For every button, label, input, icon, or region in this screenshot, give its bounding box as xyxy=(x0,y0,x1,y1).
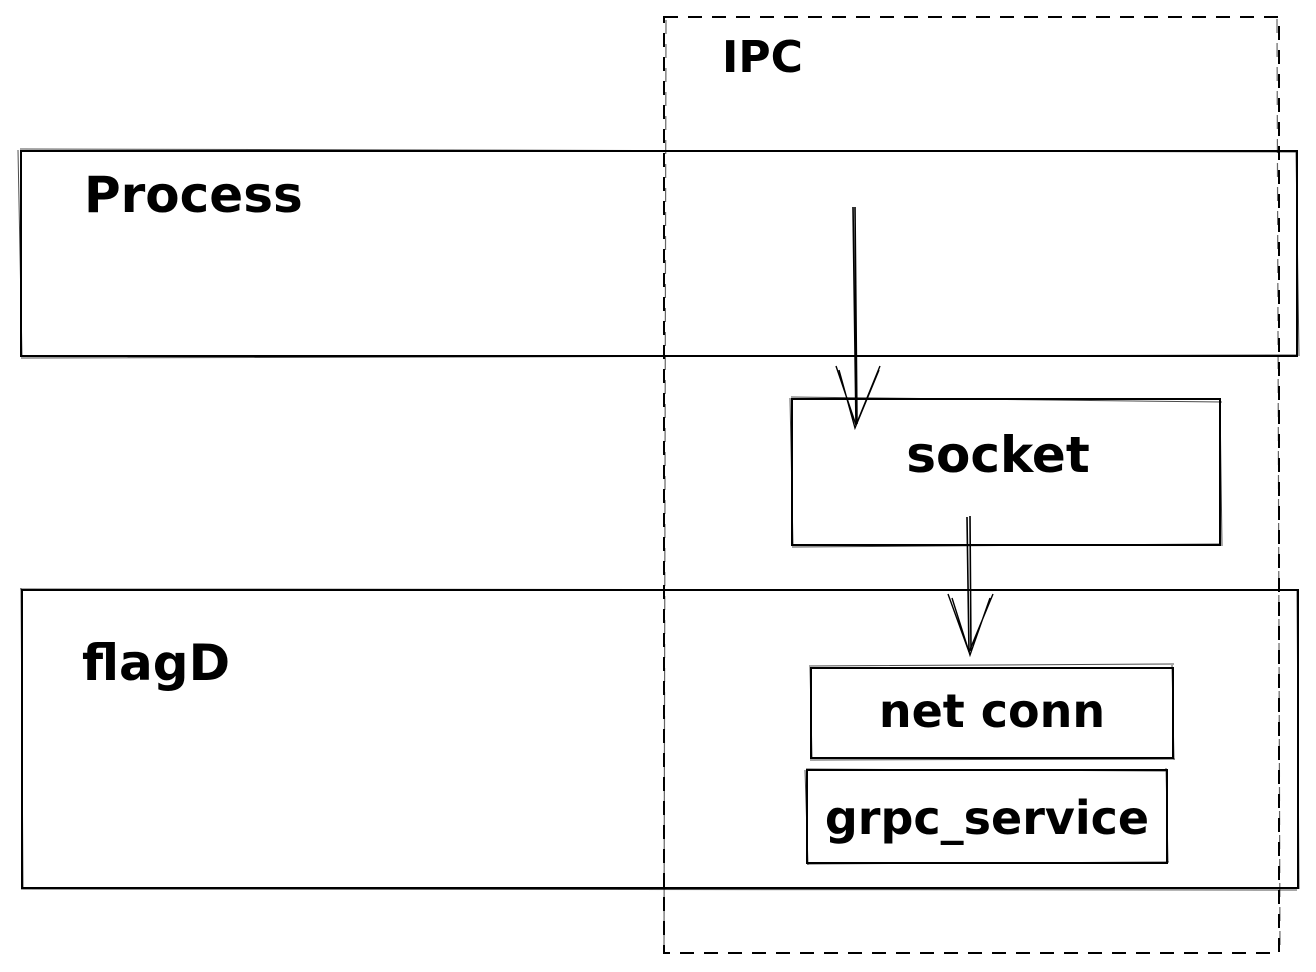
net-conn-label: net conn xyxy=(879,684,1105,738)
process-label: Process xyxy=(84,166,303,224)
grpc-service-box xyxy=(804,767,1170,866)
ipc-label: IPC xyxy=(722,32,803,83)
process-to-socket-arrow xyxy=(835,206,881,431)
grpc-service-label: grpc_service xyxy=(825,791,1149,845)
ipc-boundary xyxy=(663,16,1281,954)
flagd-label: flagD xyxy=(82,634,230,692)
socket-to-net-conn-arrow xyxy=(947,515,994,658)
socket-label: socket xyxy=(906,426,1089,484)
net-conn-box xyxy=(808,663,1176,761)
process-lane xyxy=(17,148,1300,359)
socket-box xyxy=(789,396,1223,548)
flagd-lane xyxy=(19,587,1300,891)
